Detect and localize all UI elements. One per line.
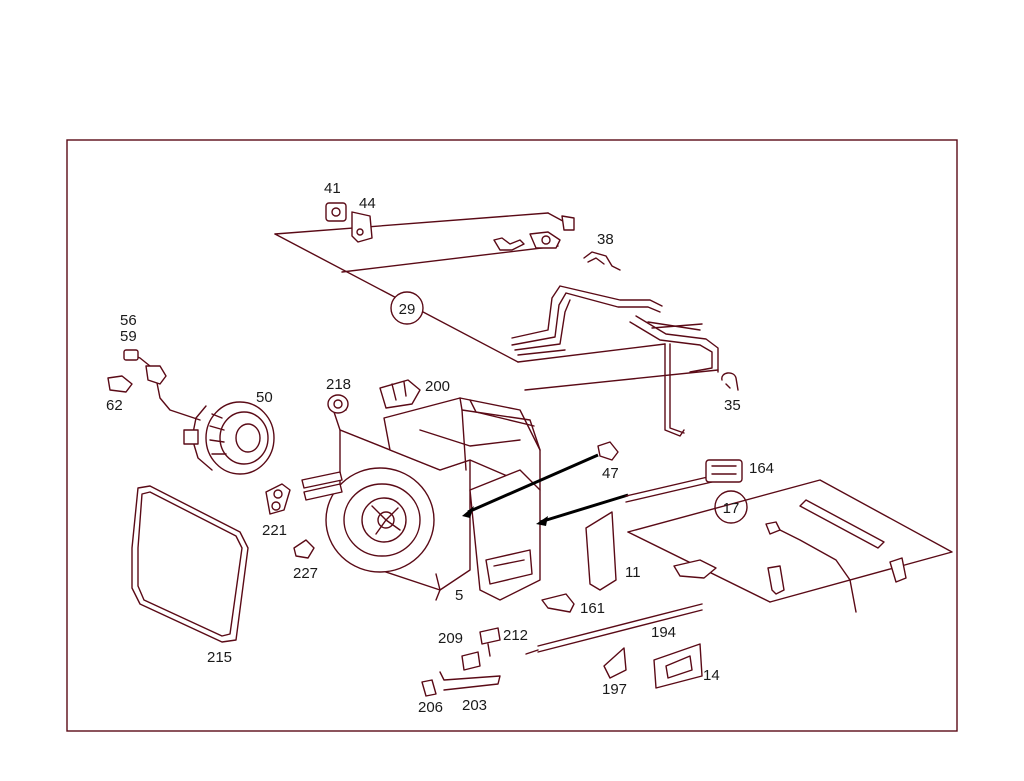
parts-218-200 (327, 379, 421, 414)
label-11: 11 (625, 564, 641, 581)
group-17-assembly (627, 479, 953, 613)
group-29-assembly (274, 202, 719, 437)
rod-194 (525, 603, 703, 655)
label-38: 38 (597, 231, 614, 248)
label-50: 50 (256, 389, 273, 406)
label-218: 218 (326, 376, 351, 393)
seal-215-inner (137, 491, 243, 637)
label-161: 161 (580, 600, 605, 617)
label-56: 56 (120, 312, 137, 329)
rod-164 (625, 459, 743, 503)
part-161-shape (541, 593, 575, 613)
label-44: 44 (359, 195, 376, 212)
label-206: 206 (418, 699, 443, 716)
pointer-arrows (462, 453, 629, 526)
label-215: 215 (207, 649, 232, 666)
label-41: 41 (324, 180, 341, 197)
label-59: 59 (120, 328, 137, 345)
part-11-shape (585, 511, 617, 591)
parts-221-227 (265, 483, 315, 559)
label-47: 47 (602, 465, 619, 482)
label-200: 200 (425, 378, 450, 395)
parts-197-14 (603, 643, 703, 689)
label-209: 209 (438, 630, 463, 647)
label-212: 212 (503, 627, 528, 644)
part-47-shape (597, 441, 619, 461)
label-221: 221 (262, 522, 287, 539)
label-164: 164 (749, 460, 774, 477)
parts-209-212-206-203 (421, 627, 501, 697)
heater-box-5 (301, 395, 541, 601)
callout-circle-17 (714, 490, 748, 524)
seal-215 (131, 485, 249, 643)
label-194: 194 (651, 624, 676, 641)
label-5: 5 (455, 587, 463, 604)
callout-circle-29 (390, 291, 424, 325)
blower-motor-50 (107, 349, 275, 475)
label-62: 62 (106, 397, 123, 414)
diagram-frame (66, 139, 958, 732)
label-17: 17 (723, 500, 740, 517)
label-29: 29 (399, 301, 416, 318)
label-14: 14 (703, 667, 720, 684)
label-35: 35 (724, 397, 741, 414)
label-203: 203 (462, 697, 487, 714)
label-227: 227 (293, 565, 318, 582)
label-197: 197 (602, 681, 627, 698)
callout-labels: 41 44 38 29 56 59 62 50 218 200 35 47 16… (106, 180, 774, 716)
part-35-shape (721, 372, 739, 391)
